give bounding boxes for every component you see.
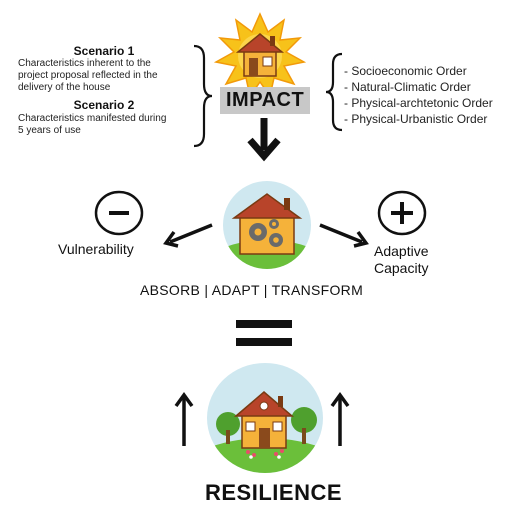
scenario-1-description: Characteristics inherent to the project …: [18, 58, 198, 94]
resilience-label: RESILIENCE: [205, 480, 343, 505]
order-item: - Physical-archtetonic Order: [344, 96, 493, 110]
impact-sun-house-icon: [213, 12, 307, 98]
plus-circle-icon: [377, 190, 427, 236]
scenario-2-description: Characteristics manifested during 5 year…: [18, 113, 198, 137]
order-item: - Natural-Climatic Order: [344, 80, 471, 94]
left-brace-icon: [193, 44, 213, 148]
house-garden-icon: [207, 363, 323, 473]
scenario-2-line: Characteristics manifested during: [18, 113, 167, 124]
scenario-1-title: Scenario 1: [73, 44, 135, 58]
scenario-2-title: Scenario 2: [73, 98, 135, 112]
right-arrow-icon: [319, 223, 369, 248]
adaptive-capacity-label: Adaptive Capacity: [374, 243, 428, 277]
order-item: - Physical-Urbanistic Order: [344, 112, 488, 126]
process-label: ABSORB | ADAPT | TRANSFORM: [140, 282, 364, 298]
impact-orders-list: - Socioeconomic Order - Natural-Climatic…: [344, 63, 493, 127]
adaptive-capacity-line-1: Adaptive: [374, 243, 429, 259]
scenario-1-line: project proposal reflected in the: [18, 70, 158, 81]
vulnerability-label: Vulnerability: [58, 241, 134, 257]
down-arrow-icon: [247, 118, 281, 162]
house-gears-icon: [223, 181, 311, 269]
equals-icon: [236, 320, 292, 346]
impact-label: IMPACT: [220, 87, 311, 114]
minus-circle-icon: [94, 190, 144, 236]
order-item: - Socioeconomic Order: [344, 64, 467, 78]
up-arrow-left-icon: [174, 392, 194, 446]
scenario-2-line: 5 years of use: [18, 125, 81, 136]
adaptive-capacity-line-2: Capacity: [374, 260, 429, 276]
up-arrow-right-icon: [330, 392, 350, 446]
scenario-1-line: delivery of the house: [18, 82, 111, 93]
left-arrow-icon: [163, 223, 213, 248]
scenario-1-line: Characteristics inherent to the: [18, 58, 151, 69]
right-brace-icon: [325, 52, 343, 132]
